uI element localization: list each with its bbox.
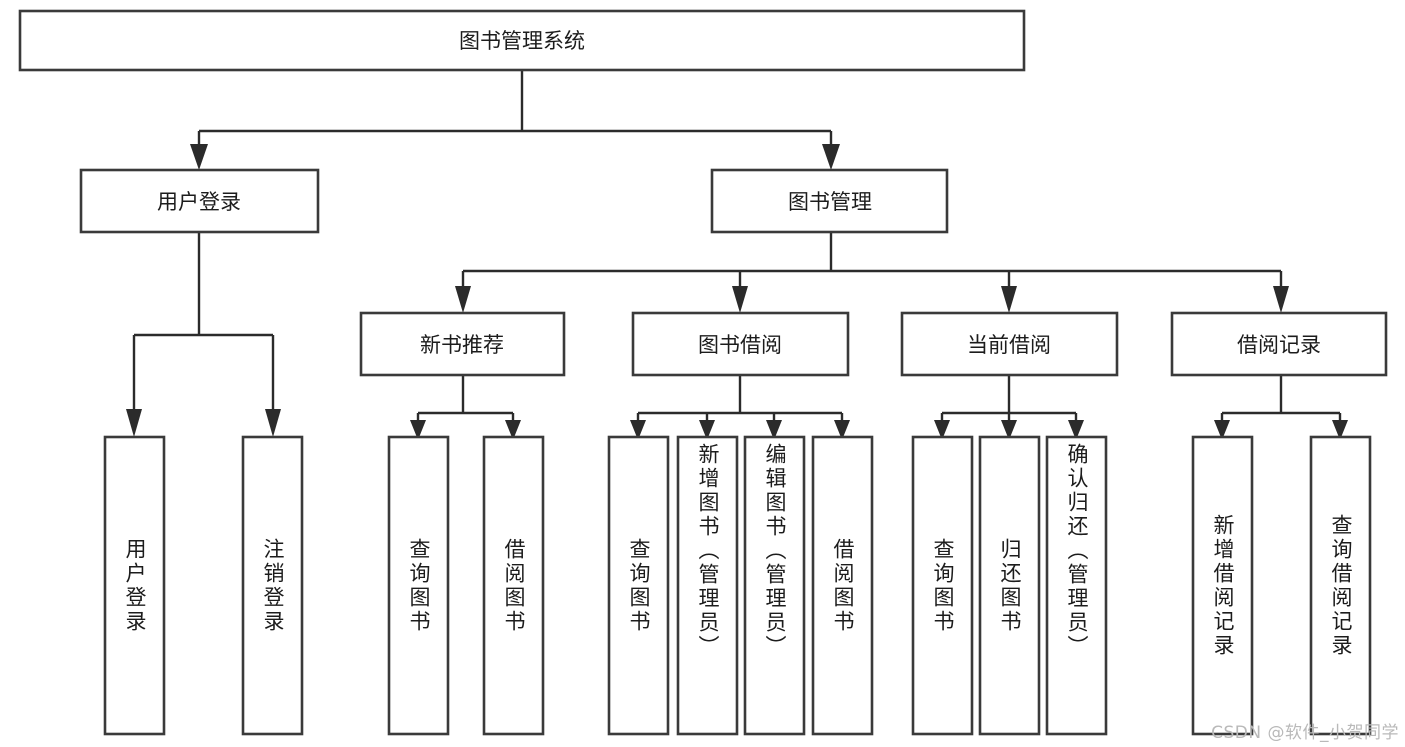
leaf-node-bb-query-book[interactable]: 查询图书 [607, 435, 670, 736]
node-user-login[interactable]: 用户登录 [79, 168, 320, 234]
node-user-login-box [79, 168, 320, 234]
leaf-node-br-query-record-label: 查询借阅记录 [1329, 513, 1353, 658]
node-book-manage-label: 图书管理 [788, 190, 872, 214]
arrow-head-cb-return [1001, 420, 1017, 440]
node-current-borrow[interactable]: 当前借阅 [900, 311, 1119, 377]
arrow-head-nb-query [410, 420, 426, 440]
node-root-system[interactable]: 图书管理系统 [18, 9, 1026, 72]
leaf-node-br-query-record[interactable]: 查询借阅记录 [1309, 435, 1372, 736]
arrow-head-leaf-logout [265, 409, 281, 437]
connectors-current-borrow-leaves [934, 375, 1084, 440]
arrow-head-bb-add [699, 420, 715, 440]
leaf-node-logout-label: 注销登录 [261, 537, 285, 634]
connectors-user-login-leaves [126, 232, 281, 437]
connectors-root-level2 [190, 70, 840, 170]
leaf-node-bb-edit-book-label: 编辑图书（管理员） [763, 443, 787, 659]
leaf-node-nb-query-book-label: 查询图书 [407, 537, 431, 634]
leaf-node-user-login-box [103, 435, 166, 736]
connectors-book-manage-level3 [455, 232, 1289, 313]
arrow-head-leaf-user-login [126, 409, 142, 437]
node-current-borrow-box [900, 311, 1119, 377]
node-book-borrow-label: 图书借阅 [698, 333, 782, 357]
node-root-system-label: 图书管理系统 [459, 29, 585, 53]
node-new-book-recommend-box [359, 311, 566, 377]
connectors-book-borrow-leaves [630, 375, 850, 440]
leaf-node-nb-borrow-book-box [482, 435, 545, 736]
node-new-book-recommend-label: 新书推荐 [420, 333, 504, 357]
arrow-head-bb-edit [766, 420, 782, 440]
leaf-node-logout-box [241, 435, 304, 736]
leaf-node-bb-add-book-label: 新增图书（管理员） [696, 443, 720, 659]
leaf-node-bb-borrow-book-label: 借阅图书 [831, 537, 855, 634]
leaf-node-cb-query-book-box [911, 435, 974, 736]
node-current-borrow-label: 当前借阅 [967, 333, 1051, 357]
leaf-node-user-login-label: 用户登录 [123, 537, 147, 634]
csdn-watermark: CSDN @软件_小贺同学 [1211, 723, 1399, 743]
leaf-node-nb-query-book-box [387, 435, 450, 736]
leaf-node-logout[interactable]: 注销登录 [241, 435, 304, 736]
node-book-borrow-box [631, 311, 850, 377]
node-root-system-box [18, 9, 1026, 72]
leaf-node-bb-add-book[interactable]: 新增图书（管理员） [676, 435, 739, 736]
leaf-node-nb-borrow-book-label: 借阅图书 [502, 537, 526, 634]
leaf-node-cb-return-book[interactable]: 归还图书 [978, 435, 1041, 736]
leaf-node-nb-borrow-book[interactable]: 借阅图书 [482, 435, 545, 736]
leaf-node-bb-borrow-book[interactable]: 借阅图书 [811, 435, 874, 736]
arrow-head-bb-borrow [834, 420, 850, 440]
leaf-node-cb-confirm-return[interactable]: 确认归还（管理员） [1045, 435, 1108, 736]
arrow-head-current-borrow [1001, 286, 1017, 313]
arrow-head-cb-confirm [1068, 420, 1084, 440]
arrow-head-br-query [1332, 420, 1348, 440]
node-book-manage[interactable]: 图书管理 [710, 168, 949, 234]
leaf-node-cb-query-book[interactable]: 查询图书 [911, 435, 974, 736]
leaf-node-user-login[interactable]: 用户登录 [103, 435, 166, 736]
arrow-head-new-book [455, 286, 471, 313]
node-user-login-label: 用户登录 [157, 190, 241, 214]
leaf-node-bb-query-book-label: 查询图书 [627, 537, 651, 634]
leaf-node-nb-query-book[interactable]: 查询图书 [387, 435, 450, 736]
arrow-head-borrow-record [1273, 286, 1289, 313]
leaf-node-bb-edit-book-box [743, 435, 806, 736]
node-book-borrow[interactable]: 图书借阅 [631, 311, 850, 377]
leaf-node-cb-return-book-label: 归还图书 [998, 537, 1022, 634]
leaf-node-bb-borrow-book-box [811, 435, 874, 736]
arrow-head-user-login [190, 144, 208, 170]
leaf-node-cb-return-book-box [978, 435, 1041, 736]
arrow-head-book-manage [822, 144, 840, 170]
leaf-node-cb-confirm-return-box [1045, 435, 1108, 736]
leaf-node-br-query-record-box [1309, 435, 1372, 736]
leaf-node-bb-edit-book[interactable]: 编辑图书（管理员） [743, 435, 806, 736]
leaf-node-cb-confirm-return-label: 确认归还（管理员） [1065, 443, 1089, 659]
leaf-node-br-add-record-label: 新增借阅记录 [1211, 513, 1235, 658]
arrow-head-br-add [1214, 420, 1230, 440]
leaf-node-bb-query-book-box [607, 435, 670, 736]
node-borrow-record[interactable]: 借阅记录 [1170, 311, 1388, 377]
connectors-borrow-record-leaves [1214, 375, 1348, 440]
leaf-node-br-add-record[interactable]: 新增借阅记录 [1191, 435, 1254, 736]
node-borrow-record-box [1170, 311, 1388, 377]
connectors-new-book-leaves [410, 375, 521, 440]
node-new-book-recommend[interactable]: 新书推荐 [359, 311, 566, 377]
arrow-head-book-borrow [732, 286, 748, 313]
arrow-head-cb-query [934, 420, 950, 440]
leaf-node-cb-query-book-label: 查询图书 [931, 537, 955, 634]
arrow-head-bb-query [630, 420, 646, 440]
leaf-node-br-add-record-box [1191, 435, 1254, 736]
leaf-node-bb-add-book-box [676, 435, 739, 736]
node-book-manage-box [710, 168, 949, 234]
node-borrow-record-label: 借阅记录 [1237, 333, 1321, 357]
arrow-head-nb-borrow [505, 420, 521, 440]
